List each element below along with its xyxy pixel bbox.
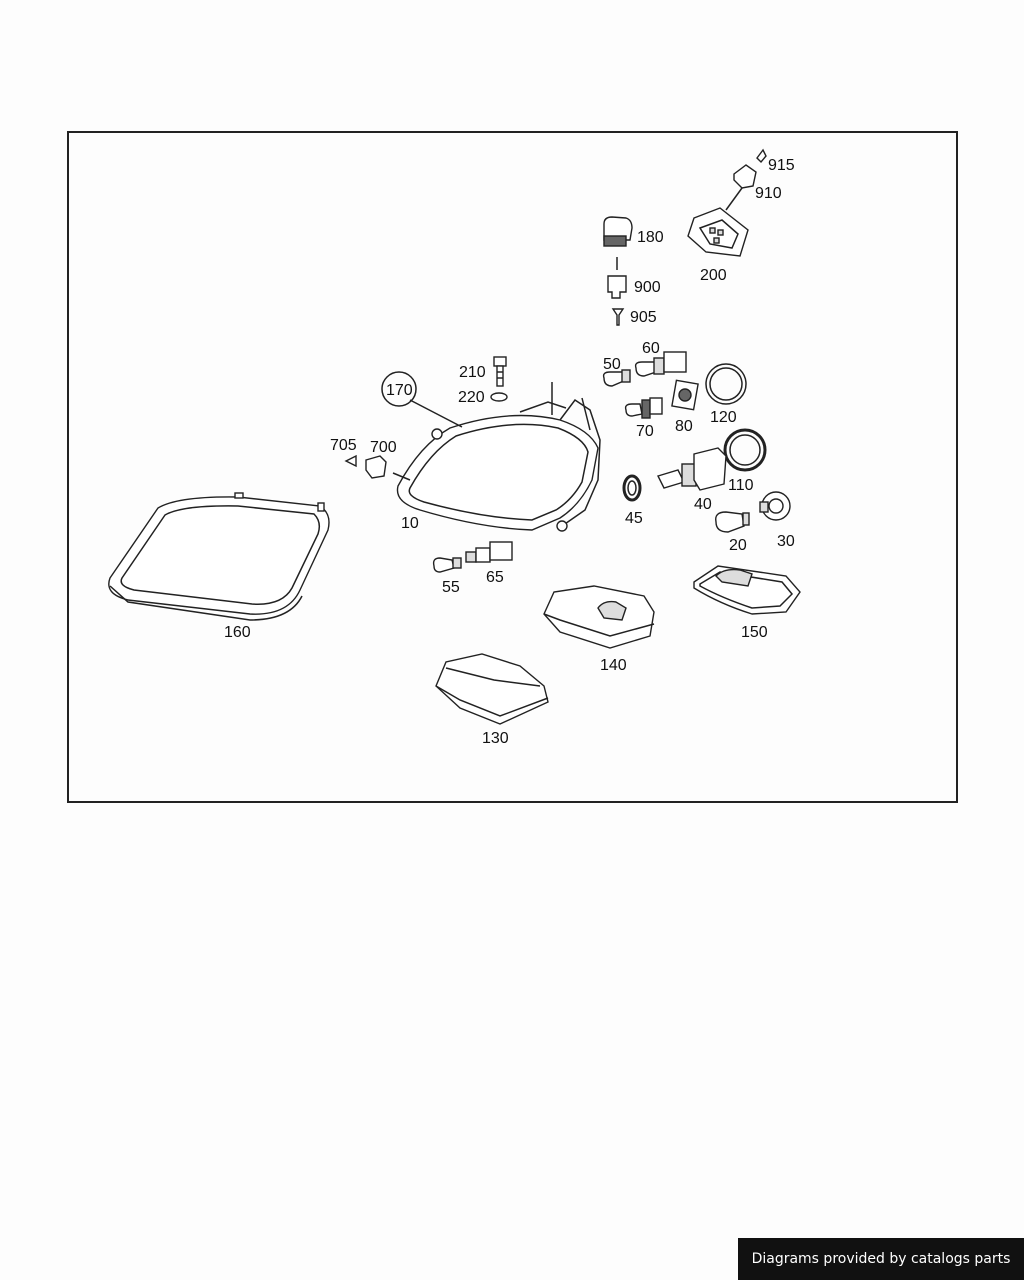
part-160-lens-frame[interactable]: [108, 492, 330, 621]
part-700-clip[interactable]: [365, 455, 387, 479]
part-150-ballast[interactable]: [693, 565, 801, 615]
label-140: 140: [600, 657, 627, 674]
part-20-bulb[interactable]: [715, 511, 750, 533]
label-160: 160: [224, 624, 251, 641]
leader-170: [409, 399, 463, 428]
part-45-ring[interactable]: [622, 474, 642, 502]
label-70: 70: [636, 423, 654, 440]
label-210: 210: [459, 364, 486, 381]
leader-910-200: [725, 187, 743, 211]
part-915-pin[interactable]: [756, 148, 767, 164]
label-50: 50: [603, 356, 621, 373]
callout-170-circle: [381, 371, 417, 407]
label-45: 45: [625, 510, 643, 527]
part-70-bulb[interactable]: [624, 397, 663, 419]
part-910-cap[interactable]: [733, 164, 757, 189]
label-120: 120: [710, 409, 737, 426]
part-210-bolt[interactable]: [493, 356, 507, 387]
label-700: 700: [370, 439, 397, 456]
label-180: 180: [637, 229, 664, 246]
part-905-screw[interactable]: [611, 308, 625, 326]
label-220: 220: [458, 389, 485, 406]
label-910: 910: [755, 185, 782, 202]
part-140-ballast[interactable]: [543, 585, 655, 649]
label-60: 60: [642, 340, 660, 357]
label-10: 10: [401, 515, 419, 532]
part-65-socket[interactable]: [465, 541, 513, 563]
footer-credit: Diagrams provided by catalogs parts: [738, 1238, 1024, 1280]
part-220-washer[interactable]: [490, 392, 508, 402]
part-50-bulb[interactable]: [602, 369, 631, 387]
label-110: 110: [728, 477, 754, 494]
label-915: 915: [768, 157, 795, 174]
part-80-connector[interactable]: [671, 379, 699, 411]
label-130: 130: [482, 730, 509, 747]
part-180-connector[interactable]: [603, 216, 633, 247]
part-40-xenon-bulb[interactable]: [657, 447, 727, 491]
label-200: 200: [700, 267, 727, 284]
part-200-control-unit[interactable]: [687, 207, 749, 257]
part-10-headlamp-housing[interactable]: [396, 382, 601, 532]
label-905: 905: [630, 309, 657, 326]
label-20: 20: [729, 537, 747, 554]
part-110-cap[interactable]: [723, 428, 767, 472]
part-705-screw[interactable]: [344, 454, 357, 468]
leader-700: [392, 472, 411, 481]
part-900-seal[interactable]: [607, 275, 627, 299]
part-60-socket[interactable]: [634, 351, 687, 377]
part-120-cover[interactable]: [705, 363, 747, 405]
part-30-socket[interactable]: [759, 491, 791, 521]
part-130-control-unit[interactable]: [435, 653, 549, 725]
label-170: 170: [386, 382, 413, 399]
label-55: 55: [442, 579, 460, 596]
label-80: 80: [675, 418, 693, 435]
part-55-bulb[interactable]: [432, 557, 462, 573]
label-900: 900: [634, 279, 661, 296]
label-40: 40: [694, 496, 712, 513]
label-150: 150: [741, 624, 768, 641]
label-705: 705: [330, 437, 357, 454]
label-30: 30: [777, 533, 795, 550]
label-65: 65: [486, 569, 504, 586]
